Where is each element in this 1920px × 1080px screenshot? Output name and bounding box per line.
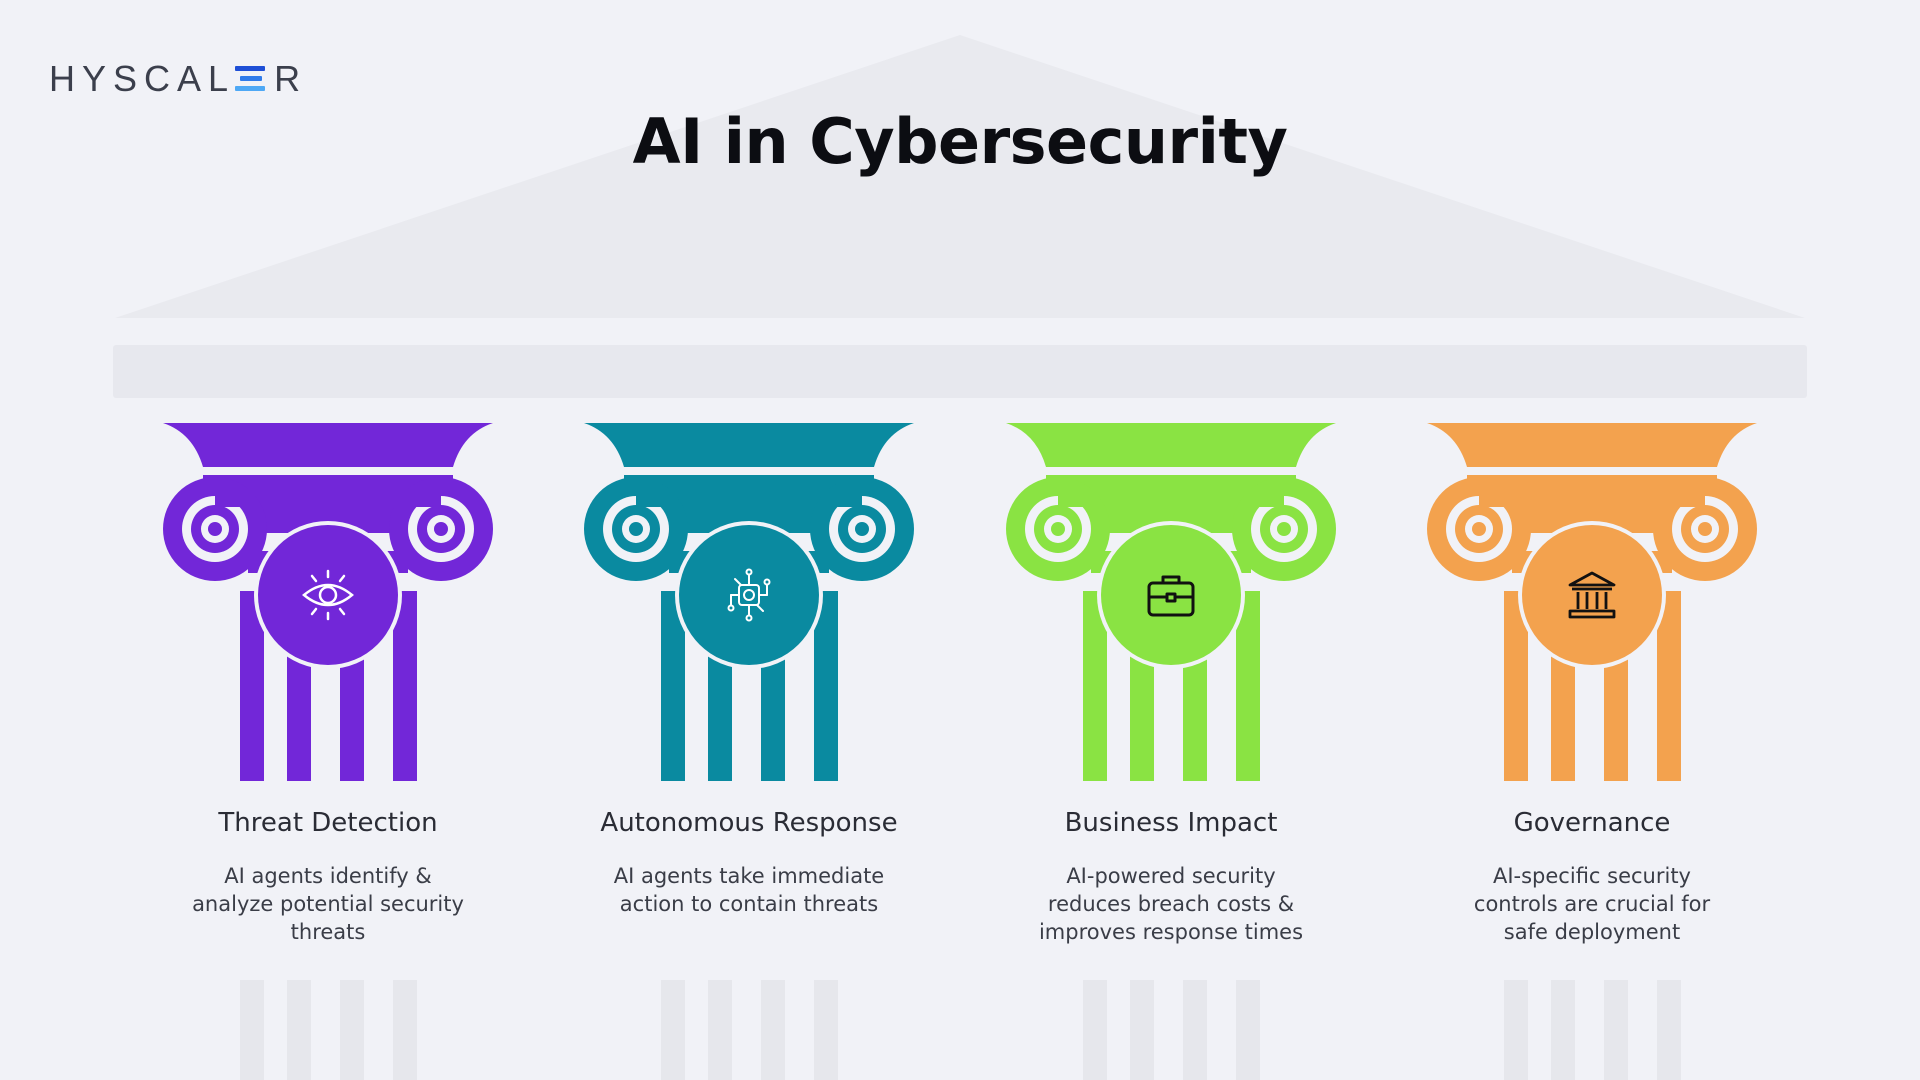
logo-text: HYSCAL [49, 58, 236, 99]
pillar-label-autonomous-response: Autonomous Response [600, 808, 898, 838]
pillar-label-threat-detection: Threat Detection [218, 808, 438, 838]
pillar-desc-autonomous-response: AI agents take immediate action to conta… [613, 864, 885, 916]
pillar-business-impact [1006, 423, 1336, 783]
pillar-desc-threat-detection: AI agents identify & analyze potential s… [192, 864, 464, 944]
temple-beam [113, 345, 1807, 398]
ghost-pillar-bases [240, 980, 1681, 1080]
pillar-governance [1427, 423, 1757, 783]
briefcase-icon [1116, 540, 1226, 650]
pillar-label-business-impact: Business Impact [1064, 808, 1278, 838]
logo-text-end: R [274, 58, 308, 99]
bank-icon [1537, 540, 1647, 650]
pillar-threat-detection [163, 423, 493, 783]
pillar-desc-business-impact: AI-powered security reduces breach costs… [1038, 864, 1304, 944]
hyscaler-logo: HYSCAL R [49, 58, 307, 100]
pillar-desc-governance: AI-specific security controls are crucia… [1473, 864, 1711, 944]
page-title: AI in Cybersecurity [632, 105, 1288, 178]
pillar-label-governance: Governance [1513, 808, 1671, 838]
ai-chip-icon [694, 540, 804, 650]
logo-accent-icon [235, 66, 267, 92]
pillar-autonomous-response [584, 423, 914, 783]
temple-roof [115, 35, 1805, 318]
eye-icon [273, 540, 383, 650]
